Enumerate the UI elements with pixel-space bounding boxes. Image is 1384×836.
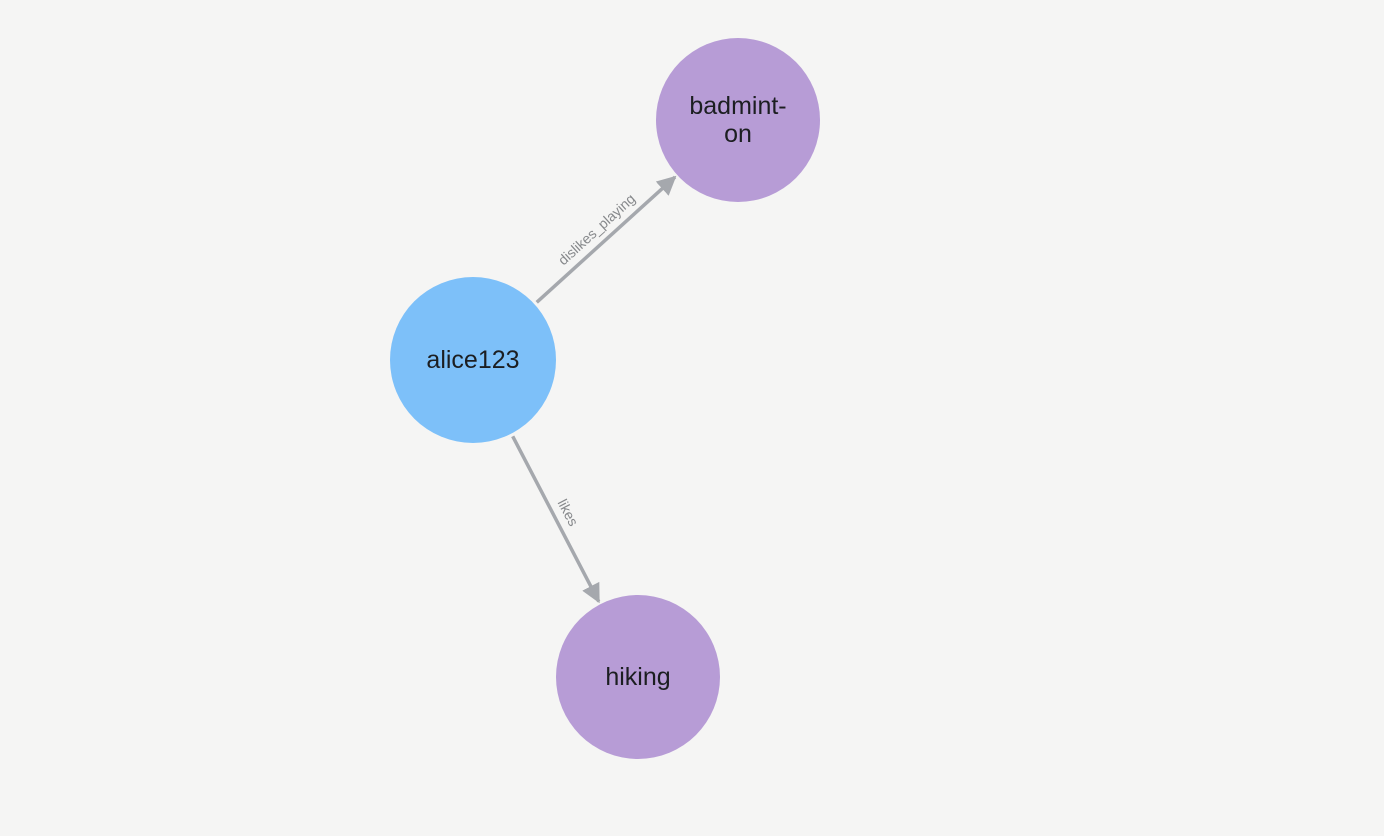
- graph-node-badminton[interactable]: badmint-on: [656, 38, 820, 202]
- edge-line-likes[interactable]: [511, 435, 601, 604]
- graph-edge-likes: likes: [511, 435, 601, 604]
- graph-node-hiking[interactable]: hiking: [556, 595, 720, 759]
- node-circle-hiking[interactable]: [556, 595, 720, 759]
- edge-line-dislikes_playing[interactable]: [535, 175, 677, 304]
- graph-edge-dislikes_playing: dislikes_playing: [535, 175, 677, 304]
- edge-label-dislikes_playing[interactable]: dislikes_playing: [555, 190, 638, 268]
- node-circle-alice123[interactable]: [390, 277, 556, 443]
- node-circle-badminton[interactable]: [656, 38, 820, 202]
- graph-node-alice123[interactable]: alice123: [390, 277, 556, 443]
